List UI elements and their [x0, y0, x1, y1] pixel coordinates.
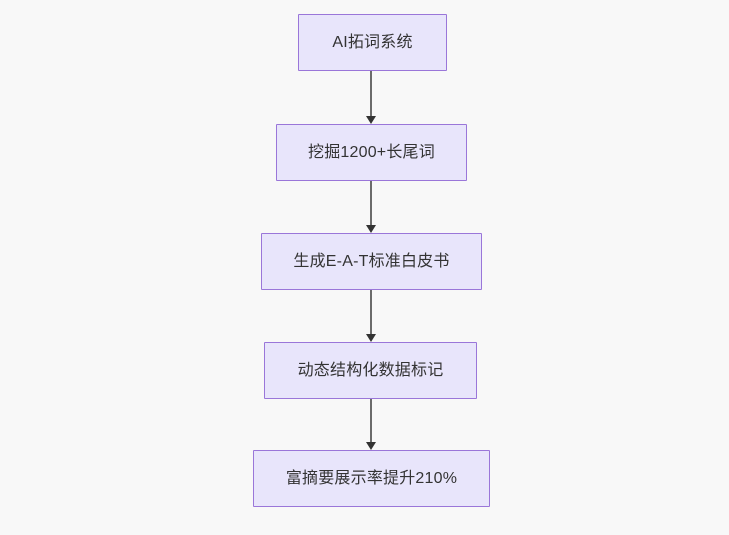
- arrowhead-icon: [366, 225, 376, 233]
- flowchart-node-dynamic-structured-data-markup[interactable]: 动态结构化数据标记: [264, 342, 477, 399]
- edge-line: [370, 290, 372, 334]
- edge-line: [370, 399, 372, 442]
- node-label: 生成E-A-T标准白皮书: [293, 252, 450, 270]
- flowchart-node-mine-longtail-keywords[interactable]: 挖掘1200+长尾词: [276, 124, 467, 181]
- flowchart-node-ai-keyword-system[interactable]: AI拓词系统: [298, 14, 447, 71]
- flowchart-node-rich-snippet-impression-increase[interactable]: 富摘要展示率提升210%: [253, 450, 490, 507]
- node-label: AI拓词系统: [332, 33, 413, 51]
- arrowhead-icon: [366, 116, 376, 124]
- arrowhead-icon: [366, 442, 376, 450]
- edge-line: [370, 181, 372, 225]
- edge-line: [370, 71, 372, 116]
- node-label: 富摘要展示率提升210%: [285, 469, 458, 487]
- flowchart-node-generate-eat-whitepaper[interactable]: 生成E-A-T标准白皮书: [261, 233, 482, 290]
- node-label: 挖掘1200+长尾词: [308, 143, 435, 161]
- node-label: 动态结构化数据标记: [297, 361, 444, 379]
- arrowhead-icon: [366, 334, 376, 342]
